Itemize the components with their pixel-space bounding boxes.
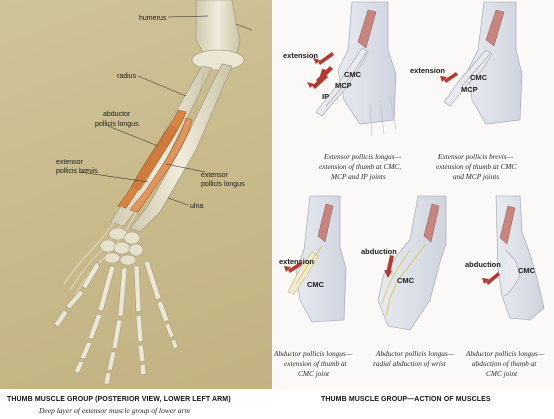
extensor-pollicis-longus-muscle [131,123,177,191]
right-figure-title: THUMB MUSCLE GROUP—ACTION OF MUSCLES [321,396,491,403]
hand-bones [53,260,179,385]
p4-label-action: abduction [361,247,397,256]
p1-label-action: extension [283,51,318,60]
p3-label-cmc: CMC [307,280,325,289]
panel-2-epb-extension [443,1,523,125]
label-ext-longus-line1: extensor [201,172,229,179]
label-ext-brevis-line2: pollicis brevis [56,168,98,175]
label-ext-brevis-line1: extensor [56,159,84,166]
p2-label-cmc: CMC [470,73,488,82]
p4-caption-line2: radial abduction of wrist [373,359,447,368]
p5-caption-line1: Abductor pollicis longus— [465,349,545,358]
panel-3-arrow [284,262,302,273]
carpal-bones [99,227,144,266]
p4-label-cmc: CMC [397,276,415,285]
panel-1-epl-extension [315,1,397,137]
p4-caption-line1: Abductor pollicis longus— [375,349,455,358]
left-figure-title: THUMB MUSCLE GROUP (POSTERIOR VIEW, LOWE… [7,396,231,403]
p1-label-ip: IP [322,92,329,101]
arm-skeleton [53,0,245,385]
ulna-bone [129,63,233,233]
panel-4-arrow [384,255,394,278]
label-humerus: humerus [139,15,167,22]
p3-label-action: extension [279,257,314,266]
p2-label-mcp: MCP [461,85,478,94]
p2-caption-line1: Extensor pollicis brevis— [437,152,514,161]
p3-caption-line3: CMC joint [298,369,330,378]
p1-caption-line2: extension of thumb at CMC, [319,162,401,171]
panel-4-apl-radial-abduction [377,195,447,331]
p1-label-mcp: MCP [335,81,352,90]
p3-caption-line1: Abductor pollicis longus— [273,349,353,358]
p5-caption-line3: CMC joint [486,369,518,378]
panel-2-arrow [440,72,458,83]
label-abductor-line1: abductor [103,111,131,118]
p5-label-action: abduction [465,260,501,269]
p2-label-action: extension [410,66,445,75]
left-leader-lines [79,15,253,206]
left-figure-subtitle: Deep layer of extensor muscle group of l… [39,406,190,415]
p1-caption-line3: MCP and IP joints [330,172,386,181]
elbow-condyle [191,49,245,71]
label-ext-longus-line2: pollicis longus [201,181,245,188]
panel-5-apl-thumb-abduction [495,195,545,321]
p2-caption-line3: and MCP joints [453,172,499,181]
panel-5-arrow [482,272,500,285]
label-ulna: ulna [190,203,203,210]
label-radius: radius [117,73,137,80]
p3-caption-line2: extension of thumb at [284,359,348,368]
panel-3-apl-extension [287,195,347,323]
p1-caption-line1: Extensor pollicis longus— [323,152,402,161]
p1-label-cmc: CMC [344,70,362,79]
label-abductor-line2: pollicis longus [95,121,139,128]
panel-1-arrows [307,52,334,89]
p5-label-cmc: CMC [518,266,536,275]
p2-caption-line2: extension of thumb at CMC [436,162,516,171]
p5-caption-line2: abduction of thumb at [472,359,537,368]
